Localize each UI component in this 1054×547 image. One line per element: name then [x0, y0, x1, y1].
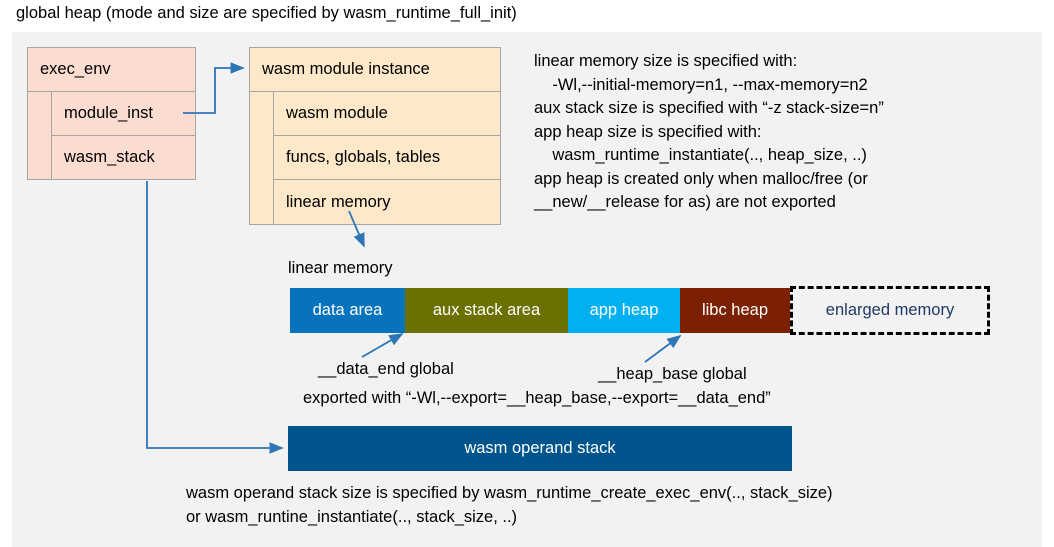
exec-env-field-wasm-stack: wasm_stack	[51, 135, 196, 180]
funcs-globals-tables-label: funcs, globals, tables	[286, 148, 441, 166]
segment-enlarged-memory-label: enlarged memory	[825, 301, 955, 319]
module-instance-header: wasm module instance	[249, 47, 501, 92]
segment-libc-heap: libc heap	[680, 288, 790, 333]
exec-env-field-module-inst: module_inst	[51, 91, 196, 136]
operand-stack-note-line2: or wasm_runtine_instantiate(.., stack_si…	[186, 508, 518, 526]
module-instance-label: wasm module instance	[262, 60, 430, 78]
module-instance-indent-col	[249, 91, 274, 225]
operand-stack-note-line1: wasm operand stack size is specified by …	[186, 484, 833, 502]
segment-data-area-label: data area	[312, 301, 383, 319]
annotation-export-note: exported with “-Wl,--export=__heap_base,…	[303, 389, 771, 407]
module-instance-field-wasm-module: wasm module	[273, 91, 501, 136]
annotation-heap-base: __heap_base global	[598, 365, 747, 383]
linear-memory-caption: linear memory	[288, 259, 393, 277]
segment-data-area: data area	[290, 288, 405, 333]
module-instance-field-funcs: funcs, globals, tables	[273, 135, 501, 180]
wasm-operand-stack-label: wasm operand stack	[464, 439, 616, 457]
linear-memory-field-label: linear memory	[286, 192, 391, 211]
page-title: global heap (mode and size are specified…	[16, 4, 517, 22]
module-instance-field-linear-memory: linear memory	[273, 179, 501, 225]
memory-notes: linear memory size is specified with: -W…	[534, 52, 884, 211]
segment-app-heap-label: app heap	[589, 301, 659, 319]
wasm-operand-stack-box: wasm operand stack	[288, 426, 792, 471]
segment-app-heap: app heap	[568, 288, 680, 333]
exec-env-header: exec_env	[27, 47, 196, 92]
wasm-stack-label: wasm_stack	[64, 148, 155, 166]
segment-aux-stack-area-label: aux stack area	[432, 301, 541, 319]
exec-env-label: exec_env	[40, 60, 111, 78]
segment-aux-stack-area: aux stack area	[405, 288, 568, 333]
annotation-data-end: __data_end global	[318, 360, 454, 378]
exec-env-indent-col	[27, 91, 52, 180]
segment-libc-heap-label: libc heap	[701, 301, 769, 319]
module-inst-label: module_inst	[64, 104, 153, 122]
segment-enlarged-memory: enlarged memory	[790, 286, 990, 335]
wasm-module-label: wasm module	[286, 104, 388, 122]
